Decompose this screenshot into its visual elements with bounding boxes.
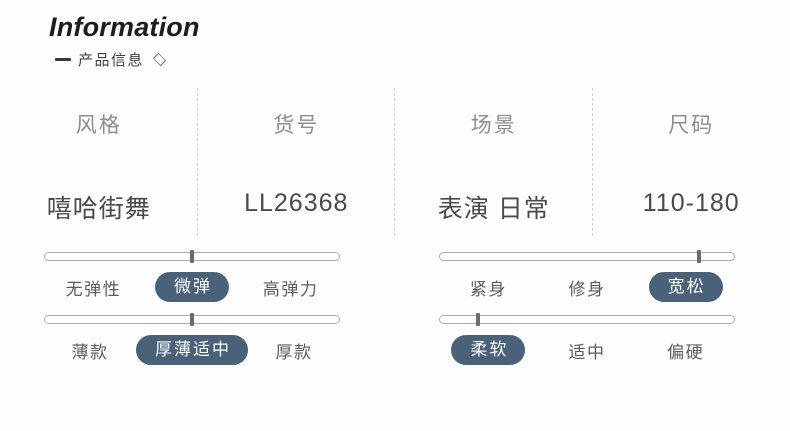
slider-option-label[interactable]: 偏硬 <box>667 342 705 362</box>
slider-option-slot[interactable]: 修身 <box>538 272 637 302</box>
column-divider <box>196 88 198 236</box>
column-header: 货号 <box>273 114 320 137</box>
slider-option-label[interactable]: 修身 <box>568 279 606 299</box>
slider-option-slot[interactable]: 厚款 <box>248 335 340 365</box>
column-header: 风格 <box>75 114 122 137</box>
slider-marker[interactable] <box>190 313 194 326</box>
slider-row-bottom: 薄款 厚薄适中 厚款 柔软 适中 <box>0 313 790 365</box>
slider-option-label[interactable]: 紧身 <box>469 279 507 299</box>
slider-marker[interactable] <box>476 313 481 326</box>
column-divider <box>591 88 593 236</box>
attribute-sliders: 无弹性 微弹 高弹力 紧身 修身 <box>0 250 790 378</box>
slider-option-label-selected[interactable]: 微弹 <box>155 272 229 302</box>
slider-option-label-selected[interactable]: 柔软 <box>451 335 526 365</box>
subtitle-row: 产品信息 <box>55 49 200 70</box>
slider-option-slot[interactable]: 偏硬 <box>636 335 735 365</box>
slider-option-label[interactable]: 高弹力 <box>262 279 319 299</box>
product-info-table: 风格 嘻哈街舞 货号 LL26368 场景 表演 日常 尺码 110-180 <box>0 88 790 238</box>
dash-icon <box>55 58 71 62</box>
slider-track[interactable] <box>439 313 735 326</box>
column-divider <box>394 88 395 236</box>
slider-option-slot[interactable]: 适中 <box>538 335 637 365</box>
slider-option-slot[interactable]: 高弹力 <box>241 272 340 302</box>
column-header: 场景 <box>470 114 517 137</box>
slider-option-label[interactable]: 薄款 <box>71 342 109 362</box>
info-column-size: 尺码 110-180 <box>593 88 790 238</box>
column-value: 表演 日常 <box>437 195 550 223</box>
slider-option-label[interactable]: 厚款 <box>275 342 313 362</box>
slider-option-label-selected[interactable]: 厚薄适中 <box>136 335 248 365</box>
diamond-outline-icon <box>152 52 167 67</box>
slider-option-slot[interactable]: 微弹 <box>143 272 242 302</box>
slider-option-slot[interactable]: 柔软 <box>439 335 538 365</box>
slider-option-slot[interactable]: 薄款 <box>44 335 136 365</box>
slider-option-slot[interactable]: 无弹性 <box>44 272 143 302</box>
slider-option-label[interactable]: 无弹性 <box>65 279 122 299</box>
page-title: Information <box>49 12 200 42</box>
information-header: Information 产品信息 <box>49 12 200 70</box>
slider-fit[interactable]: 紧身 修身 宽松 <box>395 250 790 302</box>
slider-track[interactable] <box>44 313 340 326</box>
info-column-scene: 场景 表演 日常 <box>395 88 593 238</box>
slider-softness[interactable]: 柔软 适中 偏硬 <box>395 313 790 365</box>
slider-option-slot[interactable]: 宽松 <box>636 272 735 302</box>
slider-row-top: 无弹性 微弹 高弹力 紧身 修身 <box>0 250 790 302</box>
slider-marker[interactable] <box>696 250 701 263</box>
slider-elasticity[interactable]: 无弹性 微弹 高弹力 <box>0 250 395 302</box>
slider-marker[interactable] <box>190 250 194 263</box>
slider-track[interactable] <box>44 250 340 263</box>
slider-option-slot[interactable]: 厚薄适中 <box>136 335 248 365</box>
subtitle-label: 产品信息 <box>78 52 145 70</box>
slider-labels: 柔软 适中 偏硬 <box>439 335 735 365</box>
slider-labels: 紧身 修身 宽松 <box>439 272 735 302</box>
slider-labels: 薄款 厚薄适中 厚款 <box>44 335 340 365</box>
slider-track[interactable] <box>439 250 735 263</box>
slider-option-label[interactable]: 适中 <box>568 342 606 362</box>
column-header: 尺码 <box>668 114 715 137</box>
slider-thickness[interactable]: 薄款 厚薄适中 厚款 <box>0 313 395 365</box>
slider-option-slot[interactable]: 紧身 <box>439 272 538 302</box>
column-value: 嘻哈街舞 <box>46 195 151 223</box>
info-column-style: 风格 嘻哈街舞 <box>0 88 198 238</box>
column-value: LL26368 <box>244 189 349 217</box>
slider-option-label-selected[interactable]: 宽松 <box>648 272 723 302</box>
info-columns: 风格 嘻哈街舞 货号 LL26368 场景 表演 日常 尺码 110-180 <box>0 88 790 238</box>
column-value: 110-180 <box>642 189 740 217</box>
info-column-article-number: 货号 LL26368 <box>198 88 395 238</box>
slider-labels: 无弹性 微弹 高弹力 <box>44 272 340 302</box>
